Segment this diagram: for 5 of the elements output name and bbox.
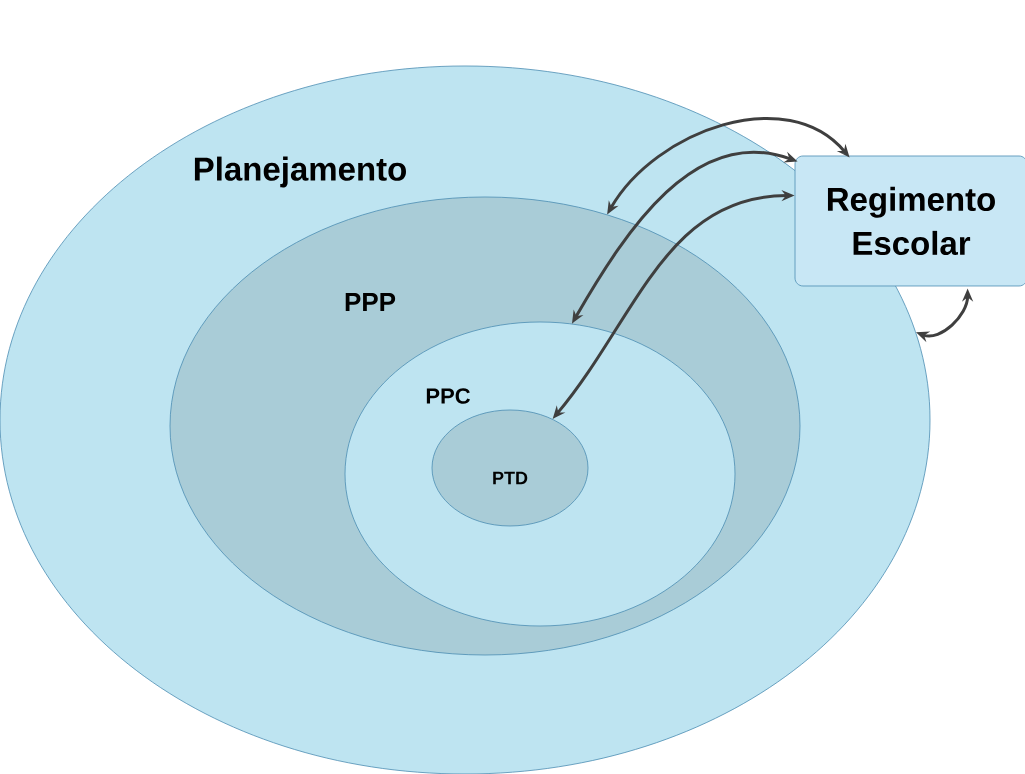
ellipse-label: PPP bbox=[345, 293, 396, 311]
ellipse-label: PTD bbox=[493, 471, 528, 485]
ellipse-label: PPC bbox=[426, 388, 471, 404]
ellipse-label: Planejamento bbox=[194, 156, 406, 188]
text-box: Regimento Escolar bbox=[794, 155, 1025, 287]
